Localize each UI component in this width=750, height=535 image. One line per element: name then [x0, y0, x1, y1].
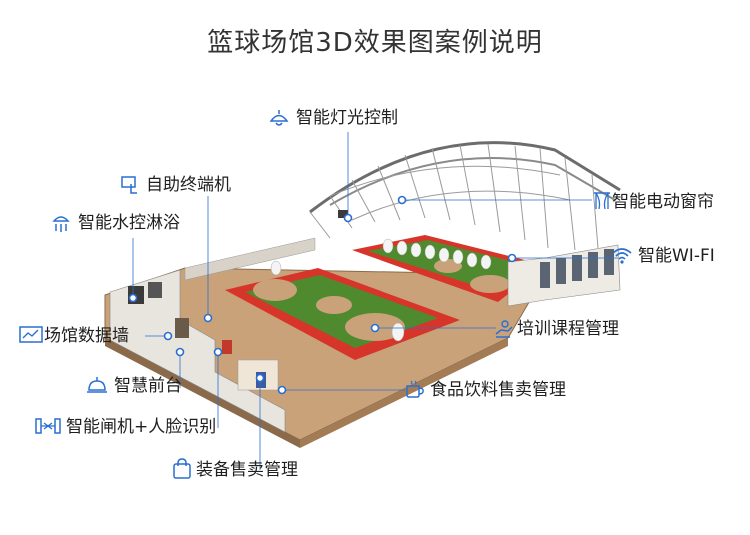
datawall-icon: [19, 326, 43, 343]
label-shower: 智能水控淋浴: [78, 213, 180, 233]
wifi-icon: [612, 248, 632, 264]
screen-board: [338, 210, 348, 218]
curtain-icon: [594, 192, 610, 210]
roof-arch-back: [329, 157, 616, 206]
lamp-icon: [269, 110, 289, 126]
label-frontdesk: 智慧前台: [114, 376, 182, 396]
room-red: [222, 340, 232, 354]
court-front-center: [316, 296, 352, 314]
leader-lines: [132, 132, 618, 470]
floor-right-edge: [300, 338, 508, 448]
training-hand-icon: [495, 320, 513, 338]
ball-machines: [270, 238, 492, 342]
court-back-key: [470, 275, 510, 293]
label-training: 培训课程管理: [517, 319, 619, 339]
page-title: 篮球场馆3D效果图案例说明: [207, 28, 543, 58]
kiosk-icon: [121, 176, 137, 194]
label-datawall: 场馆数据墙: [44, 326, 129, 346]
court-front-key-left: [253, 279, 297, 301]
roof-arch-front: [309, 141, 621, 214]
back-wall: [184, 237, 316, 281]
roof-trusses: [309, 143, 599, 251]
leader-dots: [128, 195, 517, 395]
label-gate: 智能闸机+人脸识别: [66, 417, 217, 437]
label-wifi: 智能WI-FI: [638, 246, 715, 266]
label-kiosk: 自助终端机: [146, 175, 231, 195]
turnstile-icon: [35, 418, 61, 434]
shower-icon: [52, 216, 70, 232]
room-shelf: [175, 318, 189, 338]
room-dark-2: [148, 282, 162, 298]
shopping-bag-icon: [173, 458, 191, 479]
windows: [540, 249, 614, 288]
service-rooms: [109, 269, 286, 433]
frontdesk-bell-icon: [87, 377, 107, 393]
label-lighting: 智能灯光控制: [296, 108, 398, 128]
floor-front-edge: [105, 338, 300, 448]
label-food: 食品饮料售卖管理: [430, 380, 566, 400]
coffee-cup-icon: [406, 380, 424, 398]
label-curtain: 智能电动窗帘: [612, 192, 714, 212]
label-equipment: 装备售卖管理: [196, 460, 298, 480]
